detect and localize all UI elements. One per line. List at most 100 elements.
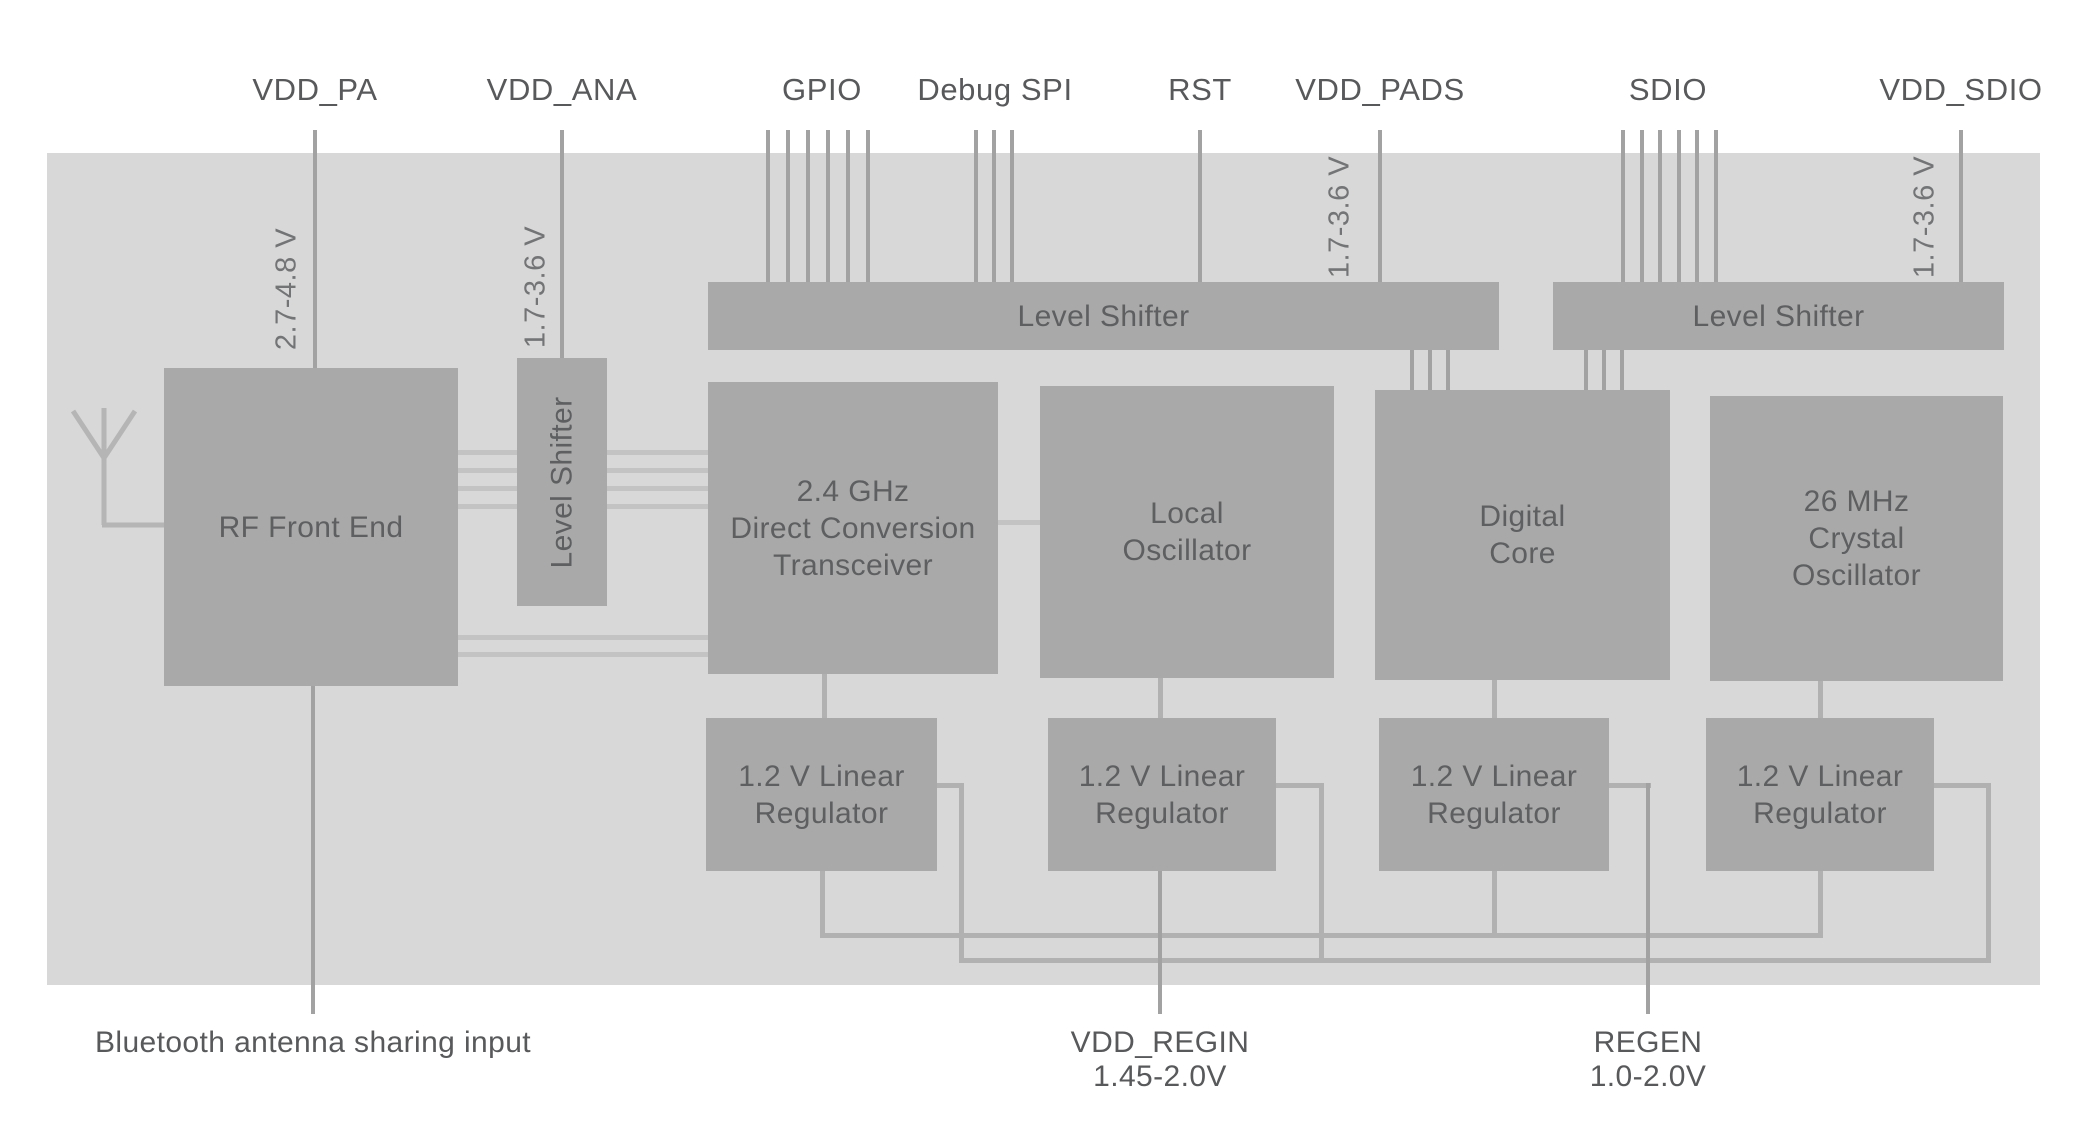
bus-regen xyxy=(959,958,1991,963)
block-local-oscillator: Local Oscillator xyxy=(1040,386,1334,678)
pin-name: REGEN xyxy=(1593,1026,1703,1059)
pin-label-rst: RST xyxy=(1168,72,1232,107)
block-regulator-2: 1.2 V Linear Regulator xyxy=(1048,718,1276,871)
block-label: Level Shifter xyxy=(1017,299,1190,333)
wire-reg4-out-h xyxy=(1934,783,1991,788)
block-level-shifter-sdio: Level Shifter xyxy=(1553,282,2004,350)
wire-ls-core-2 xyxy=(1428,350,1432,392)
wire-lo-reg2 xyxy=(1158,678,1163,720)
pin-line-sdio-1 xyxy=(1621,130,1625,285)
block-label: 2.4 GHz xyxy=(796,474,910,508)
block-label: Level Shifter xyxy=(545,396,579,568)
wire-vdd-regin-pin xyxy=(1158,871,1162,1014)
pin-label-vdd-pa: VDD_PA xyxy=(252,72,378,107)
block-level-shifter-main: Level Shifter xyxy=(708,282,1499,350)
block-label: 1.2 V Linear xyxy=(1078,759,1246,793)
block-regulator-3: 1.2 V Linear Regulator xyxy=(1379,718,1609,871)
pin-line-gpio-5 xyxy=(846,130,850,285)
block-label: Core xyxy=(1489,537,1556,570)
block-label: Local xyxy=(1150,497,1224,530)
wire-xcvr-lo xyxy=(998,520,1040,525)
block-label: 1.2 V Linear xyxy=(738,759,905,793)
block-label: Crystal xyxy=(1808,522,1905,555)
wire-lsr-core-3 xyxy=(1620,350,1624,392)
pin-line-vdd-pads xyxy=(1378,130,1382,285)
block-label: Regulator xyxy=(754,796,889,830)
block-label: RF Front End xyxy=(218,510,404,544)
block-level-shifter-analog: Level Shifter xyxy=(517,358,607,606)
wire-ls-core-1 xyxy=(1410,350,1414,392)
wire-xtal-reg4 xyxy=(1818,681,1823,720)
block-regulator-1: 1.2 V Linear Regulator xyxy=(706,718,937,871)
block-label: Oscillator xyxy=(1791,559,1922,592)
pin-line-sdio-2 xyxy=(1640,130,1644,285)
pin-label-regen: REGEN 1.0-2.0V xyxy=(1438,1026,1858,1094)
block-label: 1.2 V Linear xyxy=(1736,759,1904,793)
pin-line-vdd-ana xyxy=(560,130,564,358)
block-regulator-4: 1.2 V Linear Regulator xyxy=(1706,718,1934,871)
pin-line-gpio-2 xyxy=(786,130,790,285)
wire-lsr-core-1 xyxy=(1584,350,1588,392)
pin-range: 1.0-2.0V xyxy=(1589,1060,1707,1093)
pin-line-vdd-sdio xyxy=(1959,130,1963,285)
block-label: Oscillator xyxy=(1122,534,1252,567)
voltage-label-vdd-pa: 2.7-4.8 V xyxy=(270,227,303,351)
block-label: Level Shifter xyxy=(1692,299,1865,333)
pin-label-vdd-ana: VDD_ANA xyxy=(486,72,638,107)
pin-line-gpio-4 xyxy=(826,130,830,285)
pin-line-debug-spi-1 xyxy=(974,130,978,285)
wire-core-reg3 xyxy=(1492,680,1497,720)
voltage-label-vdd-sdio: 1.7-3.6 V xyxy=(1908,155,1941,279)
block-crystal-oscillator: 26 MHz Crystal Oscillator xyxy=(1710,396,2003,681)
wire-bluetooth-input xyxy=(311,686,315,1014)
pin-line-debug-spi-2 xyxy=(992,130,996,285)
wire-reg3-bottom xyxy=(1492,871,1497,937)
pin-label-vdd-pads: VDD_PADS xyxy=(1295,72,1465,107)
block-label: Regulator xyxy=(1095,796,1229,830)
wire-reg1-out-v xyxy=(959,783,964,963)
bus-vdd-regin xyxy=(820,933,1823,938)
block-label: Transceiver xyxy=(773,548,933,582)
wire-rf-xcvr-6 xyxy=(458,652,708,657)
block-label: 1.2 V Linear xyxy=(1410,759,1578,793)
pin-line-sdio-5 xyxy=(1695,130,1699,285)
block-transceiver: 2.4 GHz Direct Conversion Transceiver xyxy=(708,382,998,674)
pin-label-vdd-sdio: VDD_SDIO xyxy=(1879,72,2043,107)
block-label: Direct Conversion xyxy=(730,511,976,545)
block-digital-core: Digital Core xyxy=(1375,390,1670,680)
wire-reg3-out-h xyxy=(1609,783,1651,788)
wire-xcvr-reg1 xyxy=(822,674,827,720)
wire-reg2-out-h xyxy=(1276,783,1323,788)
pin-label-gpio: GPIO xyxy=(782,72,862,107)
block-label: Regulator xyxy=(1753,796,1887,830)
block-rf-front-end: RF Front End xyxy=(164,368,458,686)
wire-rf-xcvr-5 xyxy=(458,635,708,640)
wire-reg2-out-v xyxy=(1319,783,1324,963)
pin-line-vdd-pa xyxy=(313,130,317,368)
pin-name: VDD_REGIN xyxy=(1070,1026,1250,1059)
wire-reg4-out-v xyxy=(1986,783,1991,963)
wire-reg1-bottom xyxy=(820,871,825,937)
wire-reg4-bottom xyxy=(1818,871,1823,937)
wire-lsr-core-2 xyxy=(1602,350,1606,392)
wire-reg1-out-h xyxy=(937,783,963,788)
pin-line-sdio-3 xyxy=(1658,130,1662,285)
pin-line-rst xyxy=(1198,130,1202,285)
block-label: Regulator xyxy=(1427,796,1561,830)
block-label: 26 MHz xyxy=(1803,485,1910,518)
pin-label-vdd-regin: VDD_REGIN 1.45-2.0V xyxy=(950,1026,1370,1094)
pin-line-sdio-4 xyxy=(1677,130,1681,285)
pin-line-gpio-1 xyxy=(766,130,770,285)
pin-label-sdio: SDIO xyxy=(1628,72,1708,107)
wire-ls-core-3 xyxy=(1446,350,1450,392)
antenna-icon xyxy=(70,408,170,528)
pin-line-sdio-6 xyxy=(1714,130,1718,285)
pin-line-debug-spi-3 xyxy=(1010,130,1014,285)
pin-line-gpio-6 xyxy=(866,130,870,285)
voltage-label-vdd-ana: 1.7-3.6 V xyxy=(519,225,552,349)
wire-regen-pin xyxy=(1646,783,1650,1014)
pin-label-debug-spi: Debug SPI xyxy=(917,72,1073,107)
voltage-label-vdd-pads: 1.7-3.6 V xyxy=(1323,155,1356,279)
bluetooth-note-label: Bluetooth antenna sharing input xyxy=(94,1026,532,1059)
